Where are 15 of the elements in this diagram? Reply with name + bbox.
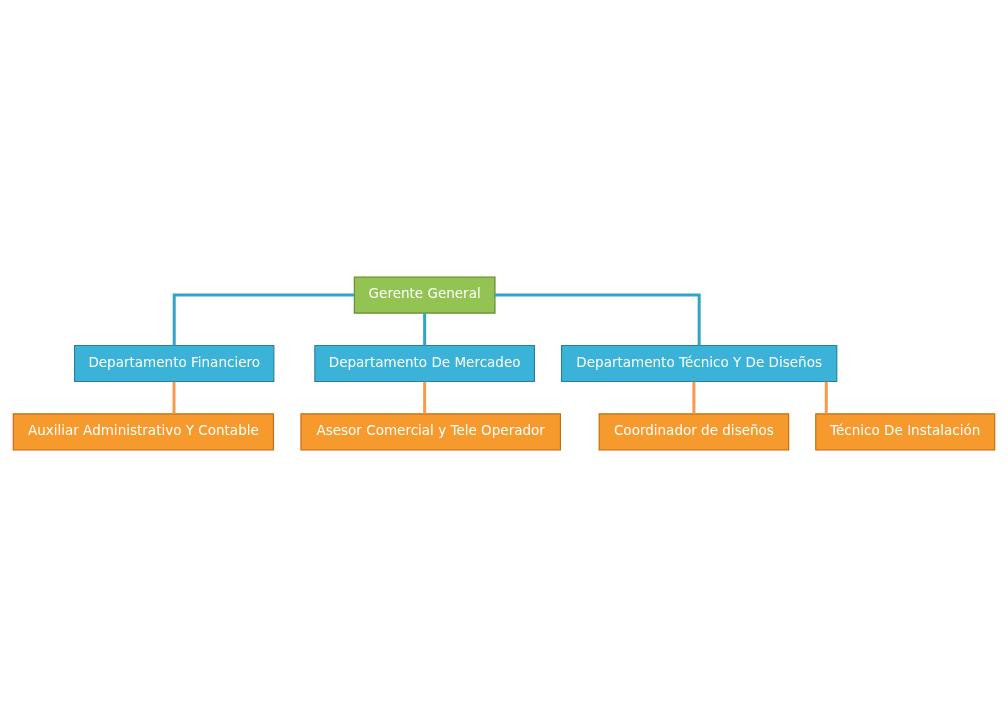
node-box: Departamento Técnico Y De Diseños <box>560 344 838 383</box>
node-box: Asesor Comercial y Tele Operador <box>300 413 561 451</box>
node-box: Auxiliar Administrativo Y Contable <box>12 413 275 451</box>
node-box: Departamento Financiero <box>74 344 275 383</box>
connector <box>172 293 355 346</box>
connector <box>423 313 427 346</box>
connector <box>172 381 176 414</box>
node-box: Coordinador de diseños <box>598 413 790 451</box>
node-box: Técnico De Instalación <box>815 413 996 451</box>
node-box: Departamento De Mercadeo <box>314 344 536 383</box>
connector <box>423 381 427 414</box>
connector <box>824 381 828 414</box>
node-box: Gerente General <box>353 276 496 314</box>
connector <box>692 381 696 414</box>
connector <box>495 293 701 346</box>
